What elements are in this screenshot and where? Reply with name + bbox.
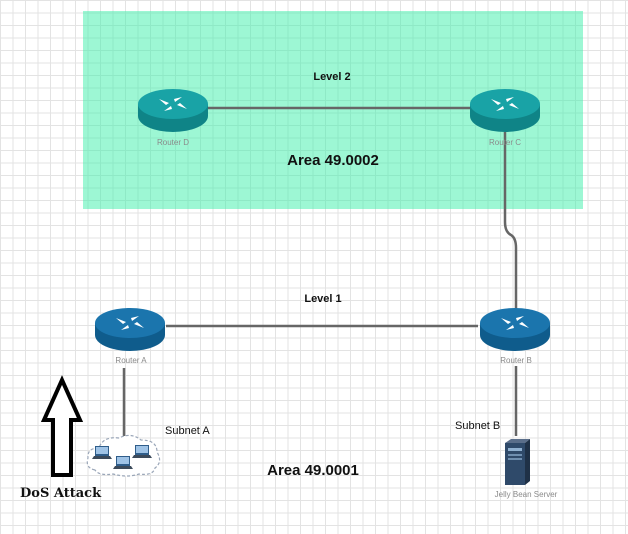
jelly-bean-server-icon	[505, 439, 530, 485]
subnet-a-cloud-icon	[86, 434, 161, 477]
dos-arrow-icon	[40, 375, 84, 477]
dos-attack-label: DoS Attack	[20, 486, 102, 501]
level-2-label: Level 2	[313, 71, 351, 83]
area-1-title: Area 49.0001	[267, 462, 359, 479]
area-2-title: Area 49.0002	[287, 152, 379, 169]
router-d-icon	[138, 89, 208, 132]
router-b-icon	[480, 308, 550, 351]
link-router-c-router-b	[503, 132, 518, 312]
level-1-label: Level 1	[304, 293, 342, 305]
router-a-label: Router A	[115, 356, 147, 365]
router-b-label: Router B	[500, 356, 532, 365]
router-c-label: Router C	[488, 138, 522, 147]
subnet-b-label: Subnet B	[455, 420, 501, 432]
router-d-label: Router D	[156, 138, 190, 147]
subnet-a-label: Subnet A	[165, 425, 210, 437]
router-c-icon	[470, 89, 540, 132]
router-a-icon	[95, 308, 165, 351]
server-label: Jelly Bean Server	[494, 490, 558, 499]
